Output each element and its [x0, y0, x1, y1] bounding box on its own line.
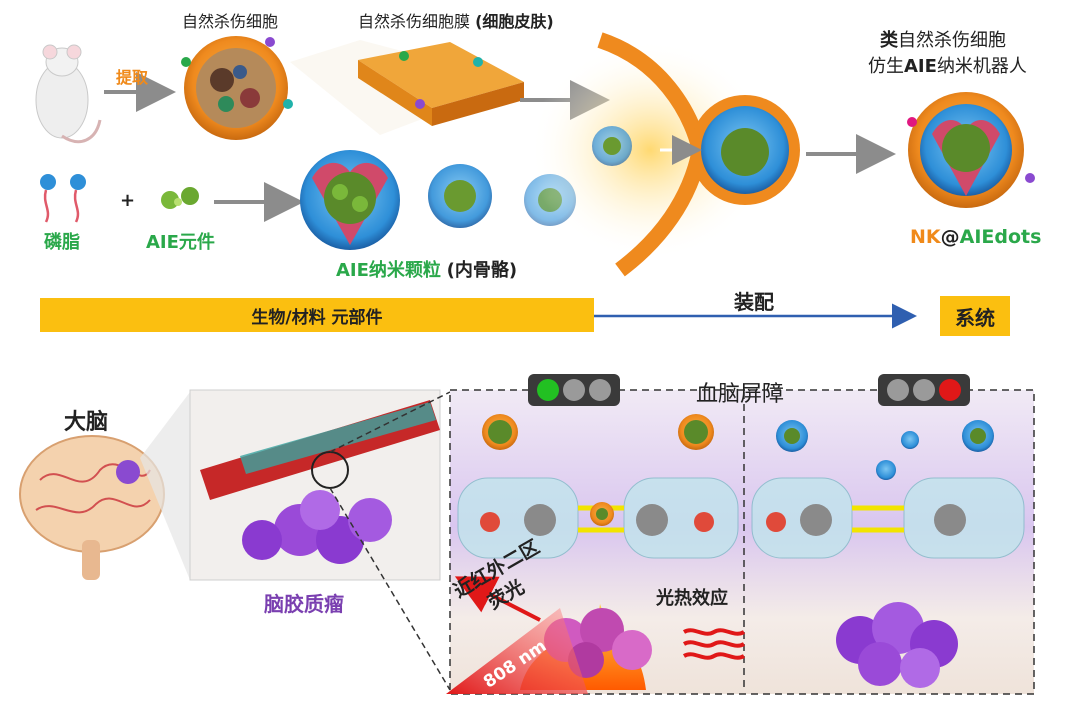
aie-unit-label: AIE元件 — [146, 232, 215, 253]
aie-nanoparticle-label: AIE纳米颗粒 — [336, 260, 441, 281]
mouse-illustration — [35, 44, 102, 143]
brain-label: 大脑 — [64, 410, 109, 435]
nk-membrane-sheet — [290, 40, 524, 135]
nk-membrane-title: 自然杀伤细胞膜 (细胞皮肤) — [358, 8, 554, 32]
aie-unit-icon — [161, 187, 199, 209]
product-line1-rest: 自然杀伤细胞 — [898, 30, 1006, 51]
components-bar: 生物/材料 元部件 — [40, 298, 594, 332]
vessel-tumor-panel — [189, 389, 441, 581]
laser-beam — [446, 608, 588, 694]
photothermal-label: 光热效应 — [656, 588, 728, 609]
membrane-fusion-illustration — [530, 32, 800, 277]
product-line1-prefix: 类 — [880, 30, 898, 51]
aiedots-name: AIEdots — [959, 226, 1042, 248]
nir-fluorescence-arrow — [454, 576, 541, 622]
nk-membrane-label: 自然杀伤细胞膜 — [358, 12, 471, 31]
nk-prefix: NK — [910, 226, 941, 248]
glioma-label: 脑胶质瘤 — [264, 592, 344, 616]
nk-aiedots-label: NK@AIEdots — [910, 226, 1041, 248]
cell-skin-label: (细胞皮肤) — [475, 12, 554, 31]
nk-cell-illustration — [181, 36, 293, 140]
product-title-line2: 仿生AIE纳米机器人 — [868, 52, 1027, 78]
phospholipid-label: 磷脂 — [44, 232, 80, 253]
product-line2-aie: AIE — [904, 56, 937, 77]
zoom-callout — [140, 392, 190, 580]
bbb-label: 血脑屏障 — [696, 382, 785, 407]
aie-nanoparticle-medium — [428, 164, 492, 228]
zoom-line-top — [329, 391, 451, 453]
phospholipid-icon — [40, 174, 86, 223]
product-title-line1: 类自然杀伤细胞 — [880, 26, 1006, 52]
system-box: 系统 — [940, 296, 1010, 336]
product-line2-rest: 纳米机器人 — [936, 56, 1027, 77]
assembly-label: 装配 — [734, 290, 774, 314]
zoom-line-bottom — [329, 487, 451, 691]
nk-cell-label: 自然杀伤细胞 — [182, 12, 279, 31]
extract-label: 提取 — [116, 68, 149, 87]
endoskeleton-label: (内骨骼) — [446, 260, 518, 281]
product-line2-prefix: 仿生 — [868, 56, 904, 77]
aie-nanoparticle-large — [300, 150, 400, 250]
nanorobot-illustration — [907, 92, 1035, 208]
at-sign: @ — [940, 226, 960, 248]
aie-nanoparticle-title: AIE纳米颗粒 (内骨骼) — [336, 256, 517, 282]
plus-sign: + — [120, 190, 136, 211]
